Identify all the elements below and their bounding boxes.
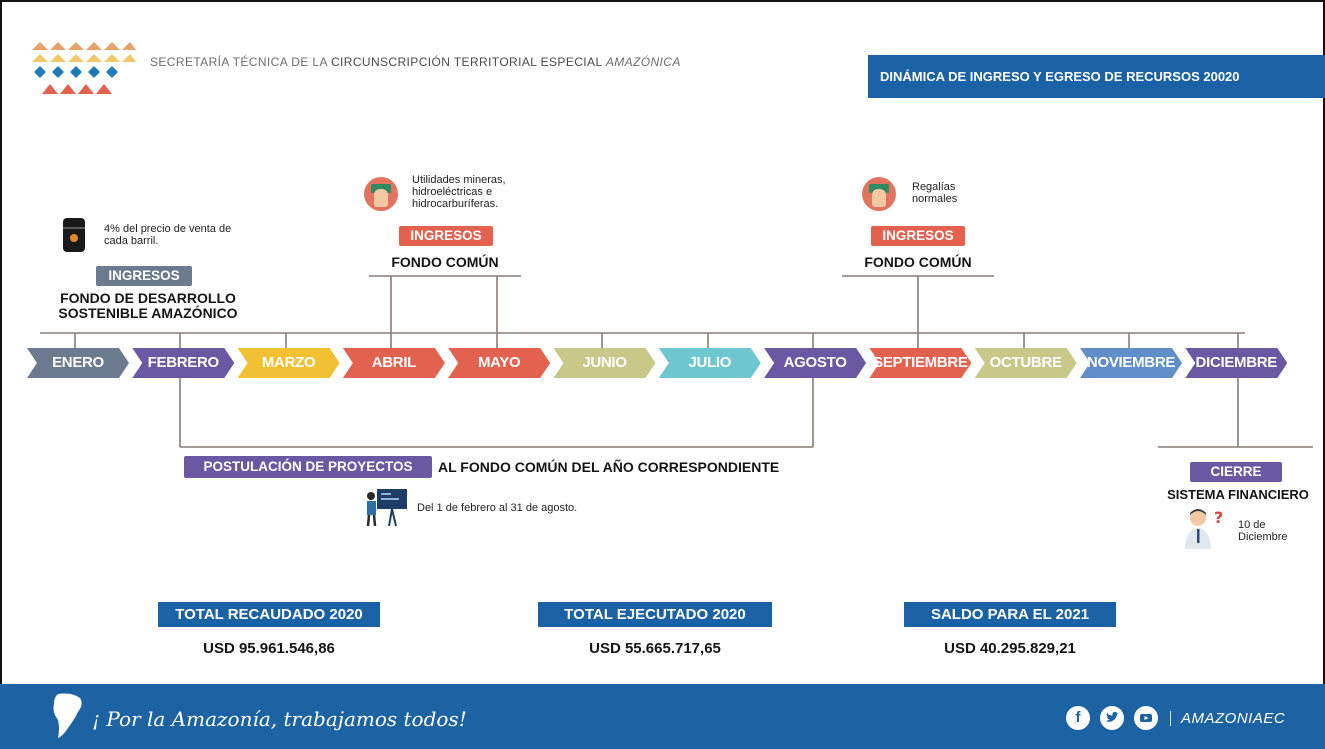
month-junio: JUNIO	[553, 348, 656, 378]
footer-separator	[1170, 711, 1171, 726]
org-name-main: CIRCUNSCRIPCIÓN TERRITORIAL ESPECIAL	[330, 55, 603, 69]
oil-barrel-icon	[63, 218, 85, 252]
org-logo	[32, 42, 136, 94]
money-hand-icon	[862, 177, 896, 211]
cierre-date-line1: 10 de	[1238, 519, 1266, 531]
month-octubre: OCTUBRE	[974, 348, 1077, 378]
enero-fund-title-line2: SOSTENIBLE AMAZÓNICO	[58, 305, 238, 321]
septiembre-ingresos-tag: INGRESOS	[871, 226, 965, 246]
abril-mayo-ingresos-tag: INGRESOS	[399, 226, 493, 246]
septiembre-note: Regalías normales	[912, 181, 958, 205]
facebook-icon[interactable]: f	[1066, 706, 1090, 730]
month-febrero: FEBRERO	[132, 348, 235, 378]
enero-fund-title: FONDO DE DESARROLLO SOSTENIBLE AMAZÓNICO	[42, 291, 254, 321]
total-recaudado-label: TOTAL RECAUDADO 2020	[158, 602, 380, 627]
page-title: DINÁMICA DE INGRESO Y EGRESO DE RECURSOS…	[868, 55, 1325, 98]
month-noviembre: NOVIEMBRE	[1080, 348, 1182, 378]
month-marzo: MARZO	[237, 348, 340, 378]
enero-ingresos-tag: INGRESOS	[96, 266, 192, 286]
org-name-prefix: SECRETARÍA TÉCNICA DE LA	[150, 55, 328, 69]
twitter-icon[interactable]	[1100, 706, 1124, 730]
month-diciembre: DICIEMBRE	[1185, 348, 1288, 378]
postulacion-date: Del 1 de febrero al 31 de agosto.	[417, 502, 578, 514]
abril-mayo-note: Utilidades mineras, hidroeléctricas e hi…	[412, 174, 506, 210]
month-mayo: MAYO	[448, 348, 551, 378]
postulacion-tag: POSTULACIÓN DE PROYECTOS	[184, 456, 432, 478]
abril-mayo-fund-title: FONDO COMÚN	[391, 254, 499, 270]
footer-handle[interactable]: AMAZONIAEC	[1181, 710, 1285, 727]
svg-text:?: ?	[1214, 508, 1223, 527]
cierre-date: 10 de Diciembre	[1238, 519, 1308, 543]
saldo-value: USD 40.295.829,21	[944, 640, 1076, 657]
enero-fund-title-line1: FONDO DE DESARROLLO	[60, 290, 236, 306]
cierre-date-line2: Diciembre	[1238, 531, 1288, 543]
youtube-icon[interactable]	[1134, 706, 1158, 730]
total-ejecutado-value: USD 55.665.717,65	[589, 640, 721, 657]
month-julio: JULIO	[658, 348, 761, 378]
money-hand-icon	[364, 177, 398, 211]
postulacion-text: AL FONDO COMÚN DEL AÑO CORRESPONDIENTE	[438, 459, 780, 475]
enero-note: 4% del precio de venta de cada barril.	[104, 223, 232, 247]
total-recaudado-value: USD 95.961.546,86	[203, 640, 335, 657]
cierre-tag: CIERRE	[1190, 462, 1282, 482]
footer-slogan: ¡ Por la Amazonía, trabajamos todos!	[92, 707, 467, 731]
month-abril: ABRIL	[342, 348, 445, 378]
thinking-man-icon: ?	[1185, 508, 1223, 549]
amazon-region-icon	[53, 693, 82, 738]
presentation-icon	[366, 489, 407, 527]
cierre-title: SISTEMA FINANCIERO	[1167, 487, 1309, 502]
month-agosto: AGOSTO	[764, 348, 867, 378]
footer-handle-text: AMAZONIAEC	[1181, 710, 1286, 727]
septiembre-fund-title: FONDO COMÚN	[864, 254, 972, 270]
saldo-label: SALDO PARA EL 2021	[904, 602, 1116, 627]
total-ejecutado-label: TOTAL EJECUTADO 2020	[538, 602, 772, 627]
org-name-suffix: AMAZÓNICA	[605, 55, 681, 69]
org-name: SECRETARÍA TÉCNICA DE LA CIRCUNSCRIPCIÓN…	[150, 55, 681, 69]
month-enero: ENERO	[27, 348, 129, 378]
month-septiembre: SEPTIEMBRE	[869, 348, 972, 378]
